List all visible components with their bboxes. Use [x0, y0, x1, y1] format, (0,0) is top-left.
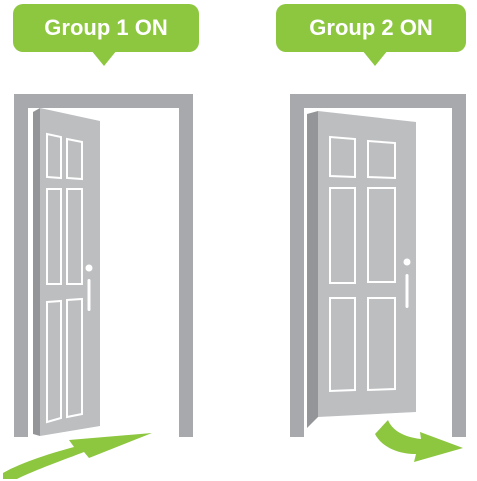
door-2-edge [307, 111, 318, 428]
door-2-knob [404, 259, 411, 266]
door-1-edge [33, 108, 40, 436]
door-2-lock [406, 274, 409, 308]
door-1-knob [86, 265, 93, 272]
door-2-group [290, 94, 466, 462]
door-2-swing-arrow [375, 420, 463, 462]
door-1-swing-arrow [3, 433, 152, 479]
door-1-lock [88, 279, 91, 311]
door-1-leaf [40, 108, 100, 436]
door-1-group [3, 94, 193, 479]
